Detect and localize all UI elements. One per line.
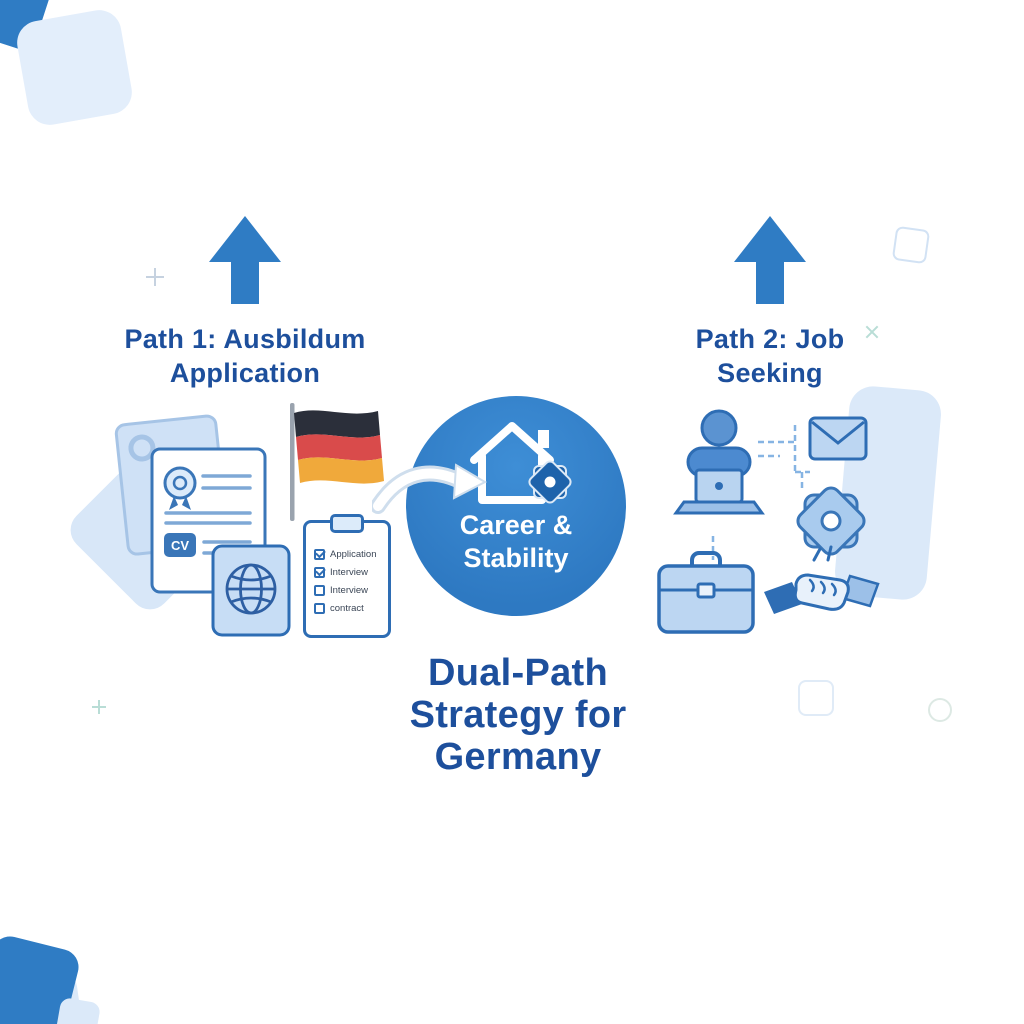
path1-title-line2: Application: [169, 358, 321, 388]
path2-title-line1: Path 2: Job: [695, 324, 845, 354]
main-title-line3: Germany: [434, 736, 602, 778]
checklist-item-label: Interview: [330, 585, 369, 596]
arrow-stem: [756, 262, 784, 304]
checklist-item-label: Interview: [330, 567, 369, 578]
path1-arrow-up-icon: [209, 216, 281, 304]
path2-arrow-up-icon: [734, 216, 806, 304]
list-item: contract: [314, 603, 381, 614]
envelope-icon: [808, 416, 868, 461]
list-item: Interview: [314, 567, 381, 578]
career-stability-badge: Career & Stability: [406, 396, 626, 616]
award-ribbon-icon: [163, 466, 197, 510]
house-icon: [470, 422, 572, 504]
main-title-line1: Dual-Path: [427, 652, 609, 694]
gear-icon: [796, 486, 866, 556]
page-title: Dual-Path Strategy for Germany: [388, 652, 648, 778]
deco-plus-icon: [146, 268, 164, 286]
circle-text-line1: Career &: [459, 510, 573, 540]
path2-title: Path 2: Job Seeking: [640, 322, 900, 390]
arrow-stem: [231, 262, 259, 304]
checklist-item-label: contract: [330, 603, 364, 614]
list-item: Application: [314, 549, 381, 560]
deco-outline-square-right: [891, 225, 931, 265]
deco-plus-small-icon: [92, 700, 106, 714]
path1-title-line1: Path 1: Ausbildum: [124, 324, 366, 354]
list-item: Interview: [314, 585, 381, 596]
cv-badge: CV: [164, 533, 196, 557]
checkbox-icon: [314, 585, 325, 596]
person-laptop-icon: [673, 409, 765, 515]
path2-title-line2: Seeking: [717, 358, 823, 388]
checkbox-icon: [314, 567, 325, 578]
german-flag-icon: [290, 403, 384, 521]
arrow-head: [734, 216, 806, 262]
main-title-line2: Strategy for: [409, 694, 627, 736]
path1-title: Path 1: Ausbildum Application: [85, 322, 405, 390]
deco-square-bottom-left-small: [54, 996, 102, 1024]
handshake-icon: [764, 545, 880, 614]
clipboard-clip: [330, 514, 364, 533]
briefcase-icon: [657, 551, 755, 634]
circle-text-line2: Stability: [463, 543, 569, 573]
checkbox-icon: [314, 603, 325, 614]
deco-outline-square-bottom-right: [798, 680, 834, 716]
deco-corner-top-left-light: [13, 6, 136, 129]
passport-globe-icon: [211, 544, 291, 637]
gear-icon: [528, 460, 572, 504]
checklist-icon: Application Interview Interview contract: [303, 514, 391, 638]
checklist-item-label: Application: [330, 549, 377, 560]
cv-badge-label: CV: [171, 538, 189, 553]
deco-outline-circle-bottom-right: [928, 698, 952, 722]
dashed-connectors: [711, 425, 810, 560]
arrow-head: [209, 216, 281, 262]
curved-arrow-icon: [372, 463, 487, 514]
checkbox-icon: [314, 549, 325, 560]
